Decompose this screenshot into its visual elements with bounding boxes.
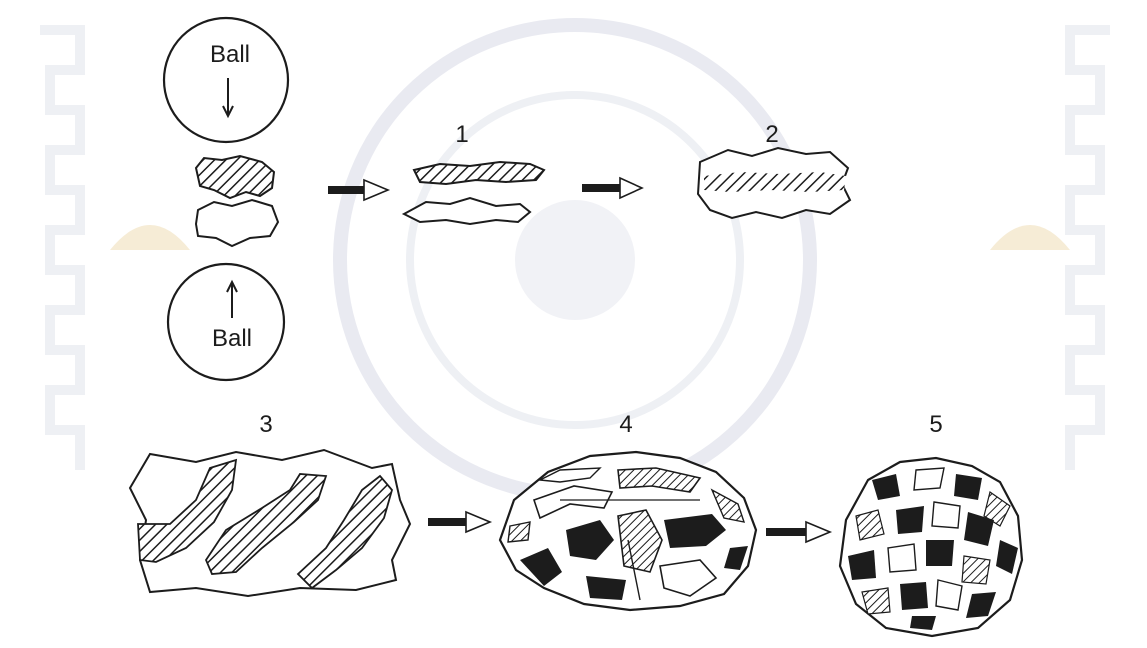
- top-ball: [164, 18, 288, 142]
- bottom-ball: [168, 264, 284, 380]
- stage-2-cold-welded-particle: 2: [698, 121, 850, 218]
- arrow-to-stage-5: [766, 522, 830, 542]
- ball-collision-stage: Ball Ball: [164, 18, 288, 380]
- plain-powder-particle: [196, 200, 278, 246]
- stage-1-flattened-particles: 1: [404, 121, 544, 224]
- stage-3-label: 3: [259, 411, 272, 438]
- hatched-powder-particle: [196, 156, 274, 198]
- stage-2-label: 2: [765, 121, 778, 148]
- arrow-to-stage-4: [428, 512, 490, 532]
- bottom-ball-label: Ball: [212, 325, 252, 352]
- stage-4-label: 4: [619, 411, 632, 438]
- stage-3-lamellar-particle: 3: [130, 411, 410, 596]
- top-ball-label: Ball: [210, 41, 250, 68]
- background-watermark: [40, 25, 1110, 495]
- stage-1-label: 1: [455, 121, 468, 148]
- stage-5-label: 5: [929, 411, 942, 438]
- arrow-to-stage-2: [582, 178, 642, 198]
- stage-5-homogeneous-particle: 5: [840, 411, 1022, 636]
